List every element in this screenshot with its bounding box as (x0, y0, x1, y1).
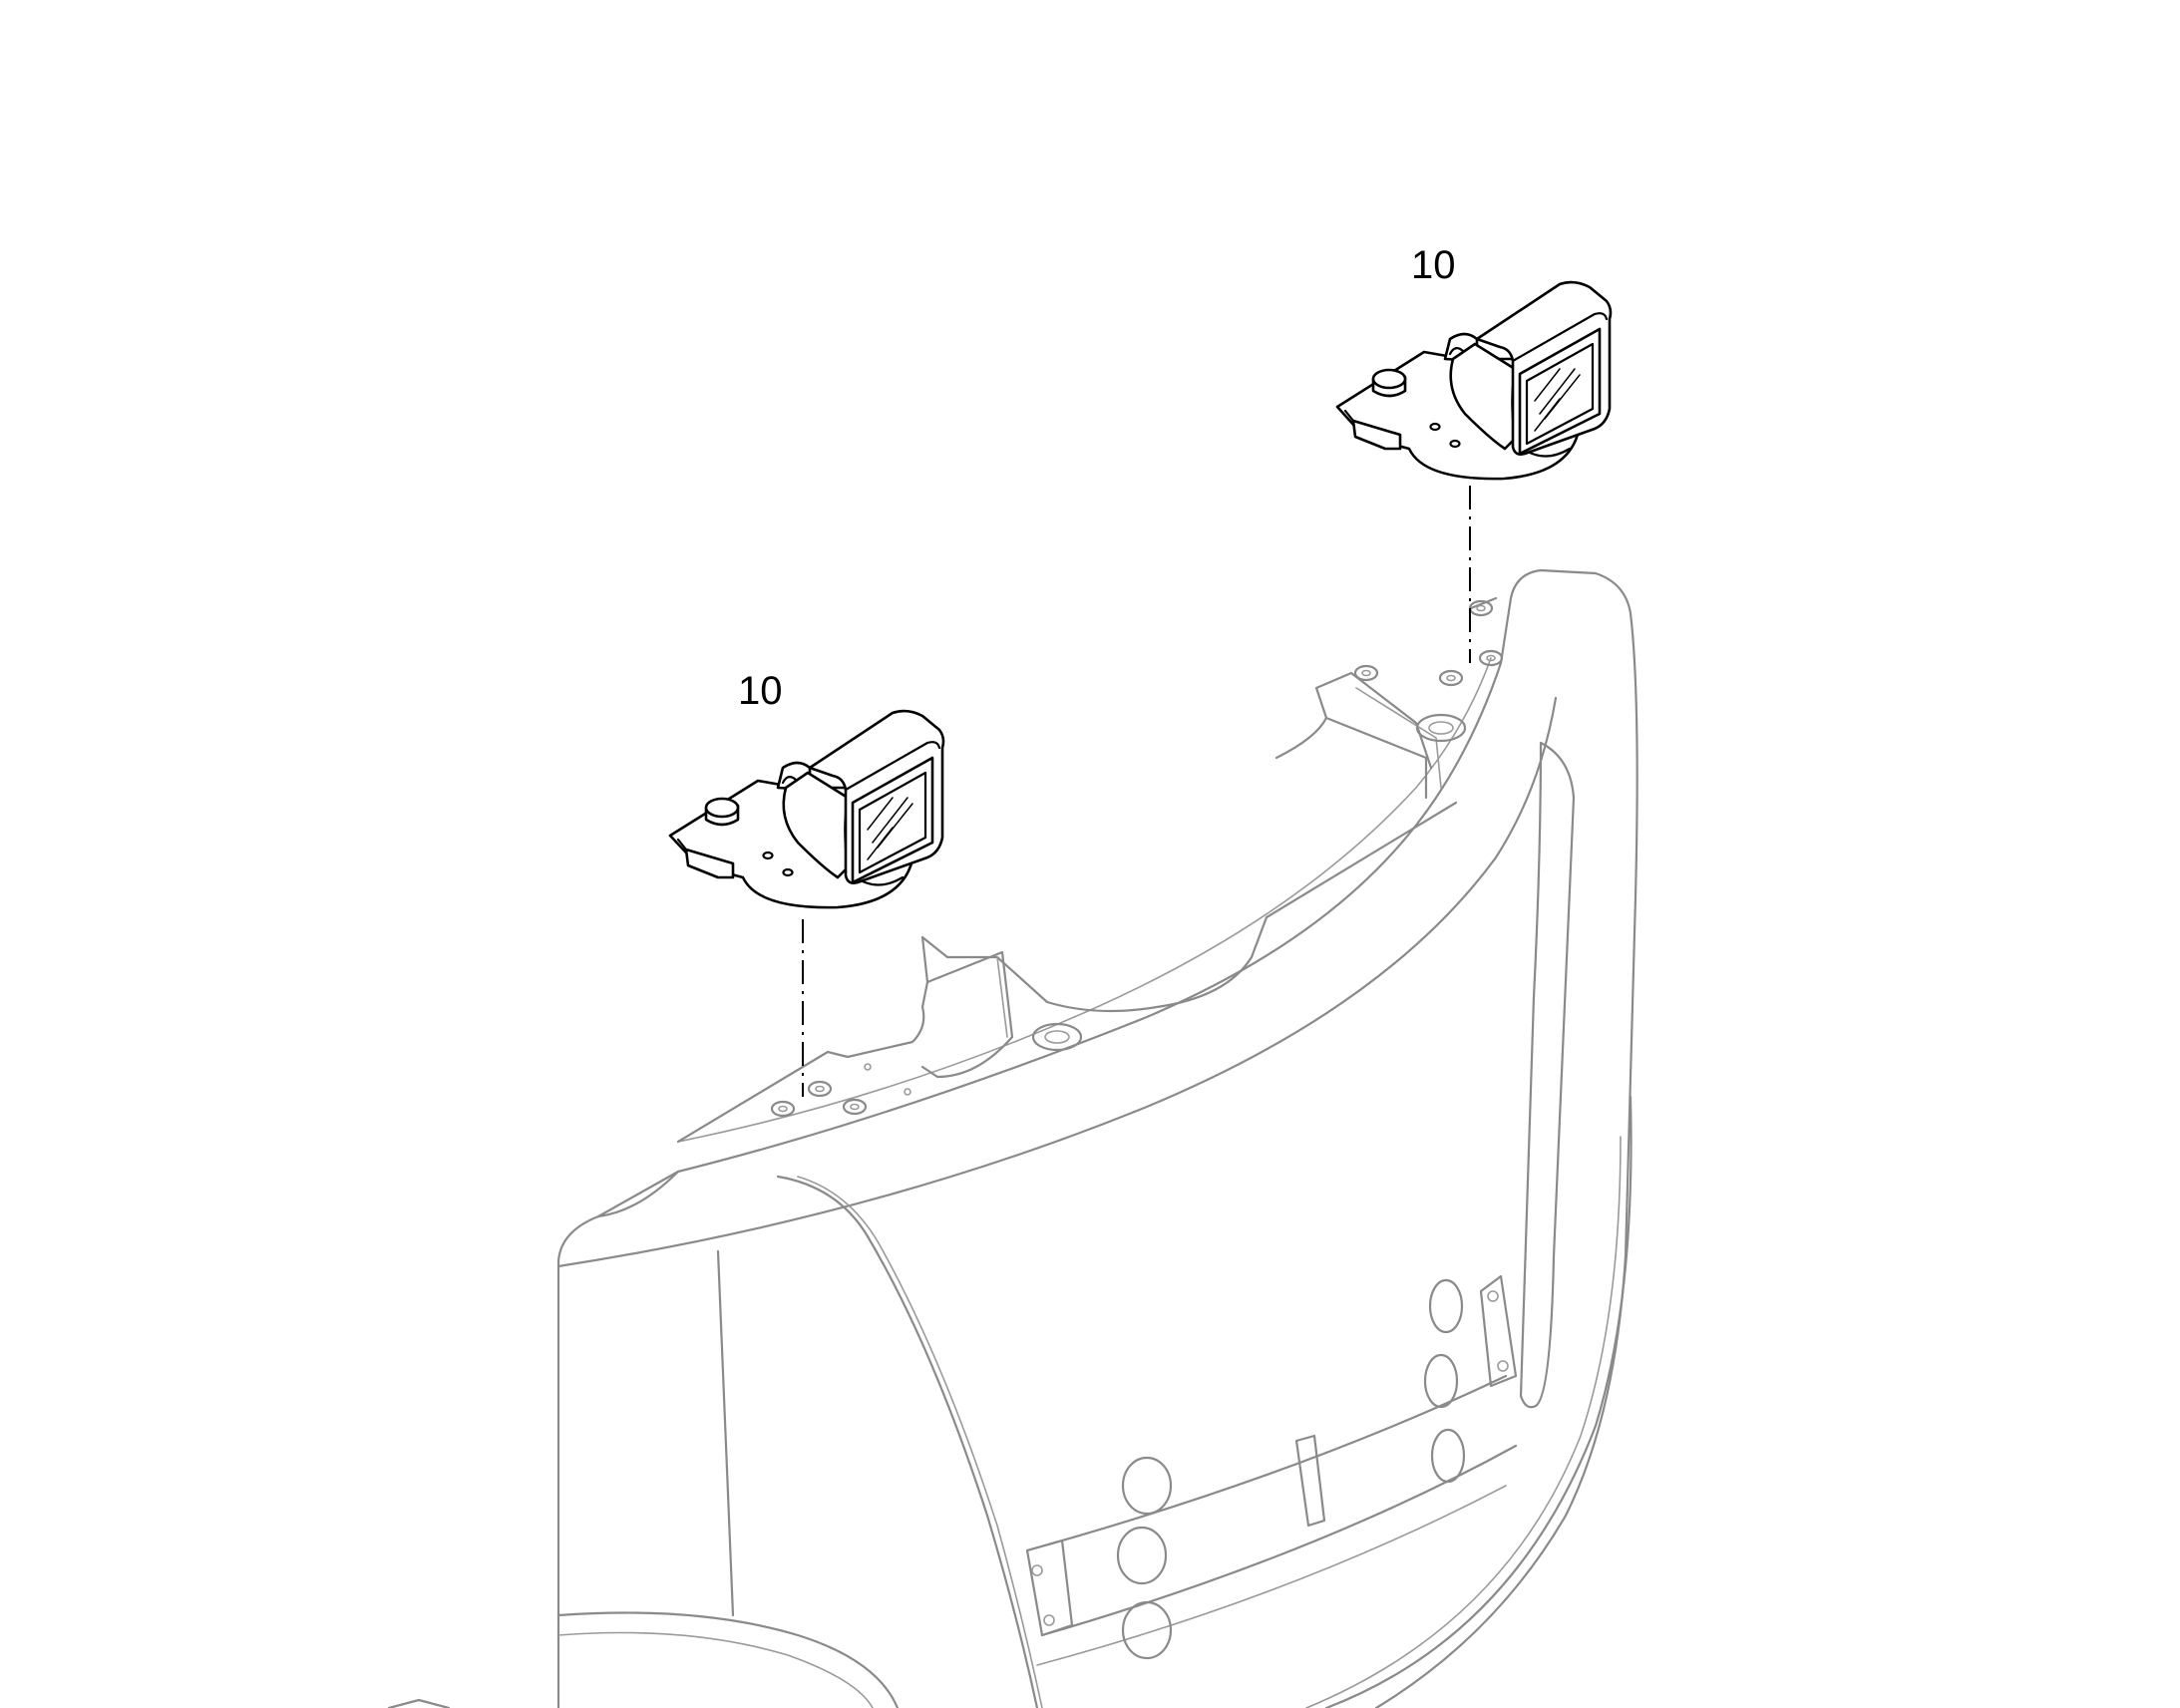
work-lamp-right[interactable] (1335, 280, 1613, 481)
work-lamp-left[interactable] (668, 709, 945, 909)
lamp-housing-left (808, 709, 945, 884)
left-mount-recess (676, 801, 1458, 1144)
right-mount-recess (1274, 596, 1498, 800)
lamp-housing-right (1475, 280, 1613, 456)
mounting-bolt-right (1371, 368, 1407, 398)
right-mount-holes (1353, 599, 1504, 687)
callout-lamp-left: 10 (738, 669, 783, 713)
counterweight-body (556, 568, 1638, 1708)
callout-lamp-right: 10 (1411, 243, 1456, 287)
adjacent-part-edge (387, 1698, 451, 1708)
mounting-bolt-left (704, 797, 740, 827)
left-mount-holes (770, 1063, 911, 1118)
